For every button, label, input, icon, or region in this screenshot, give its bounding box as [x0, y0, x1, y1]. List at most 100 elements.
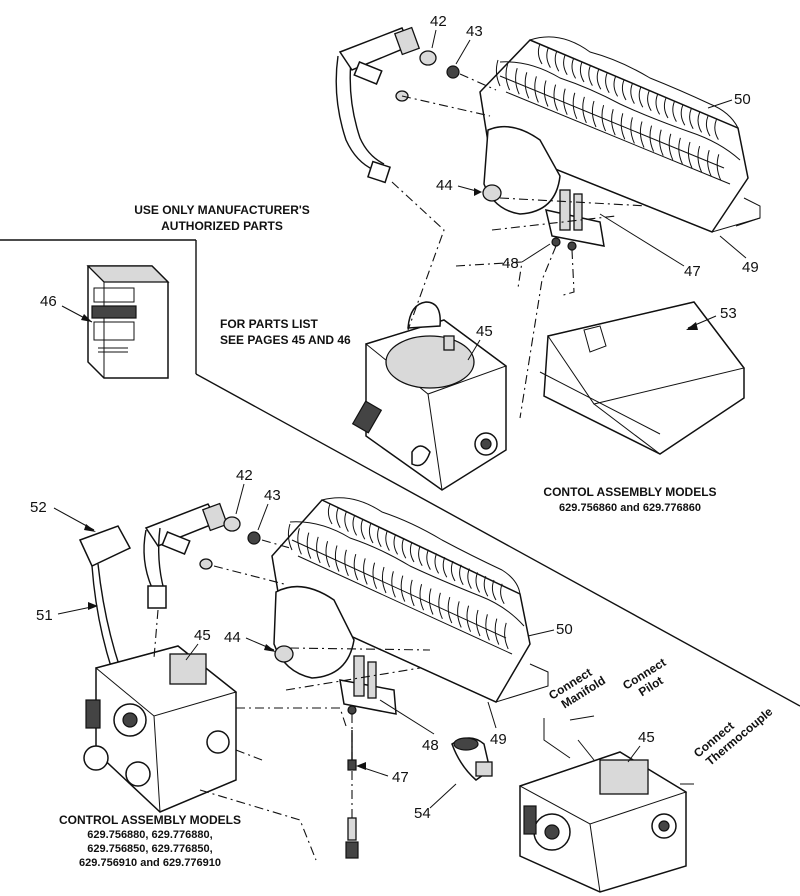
- burner-rib: [687, 141, 693, 169]
- burner-rib: [534, 76, 539, 103]
- connect-pilot-label: Connect Pilot: [620, 655, 668, 699]
- burner-rib: [381, 566, 387, 594]
- burner-rib: [613, 76, 619, 97]
- burner-rib: [368, 522, 374, 544]
- lower-gas-valve-right: [518, 751, 688, 893]
- burner-rib: [363, 558, 368, 585]
- lower-pilot-bracket: [339, 655, 397, 715]
- burner-rib: [678, 137, 683, 165]
- burner-rib: [385, 530, 390, 551]
- burner-rib: [505, 63, 511, 91]
- lower-nut-43: [247, 531, 261, 545]
- callout-lower-48: 48: [422, 737, 439, 754]
- lower-small-nut: [199, 558, 213, 570]
- burner-rib: [630, 83, 635, 104]
- burner-rib: [630, 117, 635, 144]
- burner-rib: [483, 576, 489, 597]
- burner-rib: [434, 553, 440, 574]
- burner-rib: [327, 503, 333, 525]
- burner-rib: [419, 584, 425, 611]
- upper-pilot-tube: [335, 26, 421, 184]
- callout-lower-50: 50: [556, 621, 573, 638]
- burner-rib: [697, 112, 703, 133]
- burner-rib: [707, 150, 712, 177]
- burner-rib: [467, 568, 472, 589]
- connect-thermocouple-label: Connect Thermocouple: [691, 704, 776, 768]
- burner-rib: [655, 94, 661, 115]
- burner-rib: [428, 588, 434, 615]
- burner-rib: [426, 549, 431, 570]
- upper-fitting-42: [419, 50, 437, 66]
- burner-rib: [353, 553, 359, 581]
- connect-manifold-label: Connect Manifold: [546, 665, 608, 711]
- callout-upper-45: 45: [476, 323, 493, 340]
- callout-lower-54: 54: [414, 805, 431, 822]
- burner-rib: [638, 87, 644, 108]
- lower-venturi: [273, 585, 355, 679]
- lower-part-54-elbow: [451, 737, 493, 781]
- burner-rib: [410, 579, 415, 607]
- callout-lower-42: 42: [236, 467, 253, 484]
- burner-rib: [306, 532, 312, 559]
- parts-list-line2: SEE PAGES 45 AND 46: [220, 333, 351, 347]
- burner-rib: [391, 571, 396, 598]
- lower-part-47-probe: [345, 730, 359, 859]
- arrow-46: [81, 314, 92, 322]
- upper-gas-valve: [351, 301, 508, 491]
- burner-rib: [571, 58, 577, 79]
- burner-rib: [377, 526, 382, 548]
- callout-lower-52: 52: [30, 499, 47, 516]
- burner-rib: [297, 528, 302, 555]
- upper-venturi: [482, 125, 561, 215]
- upper-pilot-bracket: [545, 189, 605, 251]
- burner-rib: [611, 109, 616, 136]
- burner-rib: [475, 572, 481, 593]
- notice-frame: [0, 239, 800, 707]
- burner-rib: [344, 549, 349, 577]
- callout-upper-48: 48: [502, 255, 519, 272]
- burner-rib: [649, 125, 655, 152]
- callout-46: 46: [40, 293, 57, 310]
- burner-rib: [579, 61, 585, 83]
- upper-caption-line2: 629.756860 and 629.776860: [559, 502, 701, 514]
- burner-rib: [563, 54, 568, 76]
- burner-rib: [316, 536, 321, 564]
- callout-lower-44: 44: [224, 629, 241, 646]
- burner-rib: [572, 92, 578, 120]
- burner-rib: [639, 121, 645, 148]
- burner-rib: [553, 84, 559, 111]
- burner-rib: [647, 90, 652, 112]
- burner-rib: [659, 129, 664, 156]
- callout-lower-47: 47: [392, 769, 409, 786]
- connection-leaders: [543, 715, 694, 785]
- burner-rib: [457, 601, 462, 628]
- burner-rib: [447, 596, 453, 624]
- burner-rib: [401, 538, 407, 559]
- burner-rib: [582, 96, 587, 124]
- callout-upper-44: 44: [436, 177, 453, 194]
- part-46-module: [86, 265, 170, 379]
- burner-rib: [554, 51, 560, 72]
- burner-rib: [515, 68, 520, 95]
- burner-rib: [716, 154, 722, 181]
- burner-rib: [680, 105, 686, 126]
- callout-upper-53: 53: [720, 305, 737, 322]
- lower-fitting-42: [223, 516, 241, 532]
- lower-gas-valve-left: [83, 645, 238, 813]
- burner-rib: [494, 618, 500, 645]
- burner-rib: [588, 65, 593, 86]
- burner-rib: [500, 583, 505, 605]
- burner-rib: [605, 72, 610, 94]
- callout-upper-47: 47: [684, 263, 701, 280]
- burner-rib: [459, 564, 464, 586]
- burner-rib: [601, 104, 607, 132]
- burner-rib: [591, 100, 597, 128]
- burner-rib: [287, 523, 293, 551]
- lower-burner-ribs: [287, 503, 509, 650]
- part-53-control-box: [539, 301, 745, 455]
- upper-dashed-routes: [391, 73, 649, 419]
- burner-rib: [596, 69, 602, 90]
- burner-rib: [668, 133, 674, 161]
- upper-nut-43: [446, 65, 460, 79]
- burner-rib: [442, 557, 448, 578]
